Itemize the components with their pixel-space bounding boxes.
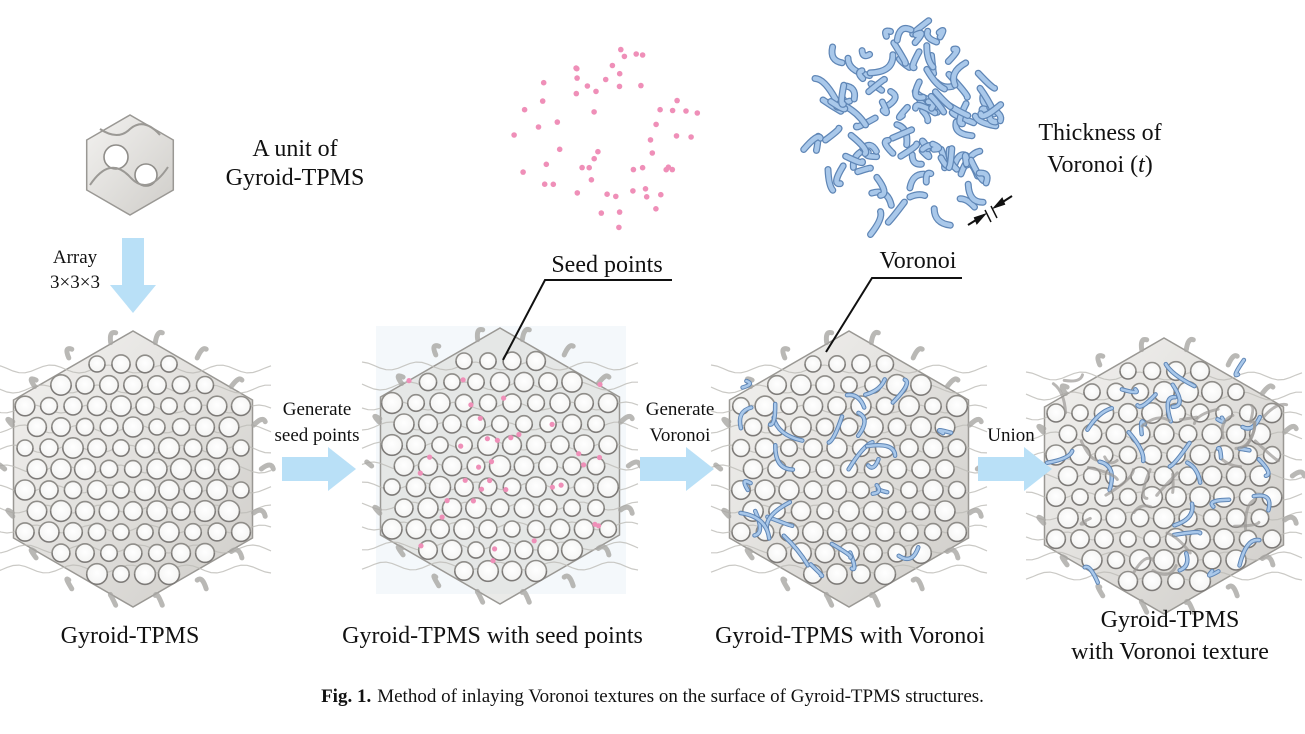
panel-title-with-seed: Gyroid-TPMS with seed points xyxy=(342,623,643,649)
array-label-line2: 3×3×3 xyxy=(50,272,100,293)
thickness-label-close: ) xyxy=(1144,152,1153,178)
thickness-label-line1: Thickness of xyxy=(1038,120,1162,146)
union-arrow-icon xyxy=(978,447,1052,491)
generate-voronoi-arrow-icon xyxy=(640,447,714,491)
array-label-line1: Array xyxy=(52,247,98,268)
thickness-indicator-icon xyxy=(967,195,1013,226)
gyroid-with-seed-points-image xyxy=(361,327,643,605)
voronoi-structure-image xyxy=(800,17,1005,238)
seed-points-cloud xyxy=(511,46,701,231)
panel-title-textured-line2: with Voronoi texture xyxy=(1071,639,1269,665)
generate-seed-arrow-icon xyxy=(282,447,356,491)
voronoi-label: Voronoi xyxy=(879,248,957,274)
thickness-label-line2: Voronoi (t) xyxy=(1020,150,1180,180)
panel-title-with-voronoi: Gyroid-TPMS with Voronoi xyxy=(715,623,985,649)
thickness-variable: t xyxy=(1138,152,1145,178)
caption-text: Method of inlaying Voronoi textures on t… xyxy=(377,686,984,707)
seed-points-leader-line xyxy=(502,279,672,361)
thickness-label-text: Voronoi ( xyxy=(1047,152,1139,178)
gyroid-unit-cell-icon xyxy=(85,114,175,216)
generate-voronoi-label-line1: Generate xyxy=(645,399,715,420)
voronoi-leader-line xyxy=(825,277,962,353)
array-arrow-icon xyxy=(110,238,156,313)
caption-prefix: Fig. 1. xyxy=(321,686,372,707)
unit-label-line2: Gyroid-TPMS xyxy=(225,165,365,191)
panel-title-textured-line1: Gyroid-TPMS xyxy=(1100,607,1240,633)
generate-seed-label-line1: Generate xyxy=(282,399,352,420)
union-label: Union xyxy=(987,425,1035,446)
gyroid-with-voronoi-image xyxy=(710,330,992,608)
generate-voronoi-label-line2: Voronoi xyxy=(649,425,711,446)
panel-title-gyroid: Gyroid-TPMS xyxy=(60,623,200,649)
unit-label-line1: A unit of xyxy=(252,136,338,162)
generate-seed-label-line2: seed points xyxy=(274,425,360,446)
seed-points-label: Seed points xyxy=(551,252,663,278)
figure-caption: Fig. 1.Method of inlaying Voronoi textur… xyxy=(0,686,1305,708)
gyroid-voronoi-texture-image xyxy=(1025,337,1305,615)
gyroid-lattice-image xyxy=(0,330,276,608)
